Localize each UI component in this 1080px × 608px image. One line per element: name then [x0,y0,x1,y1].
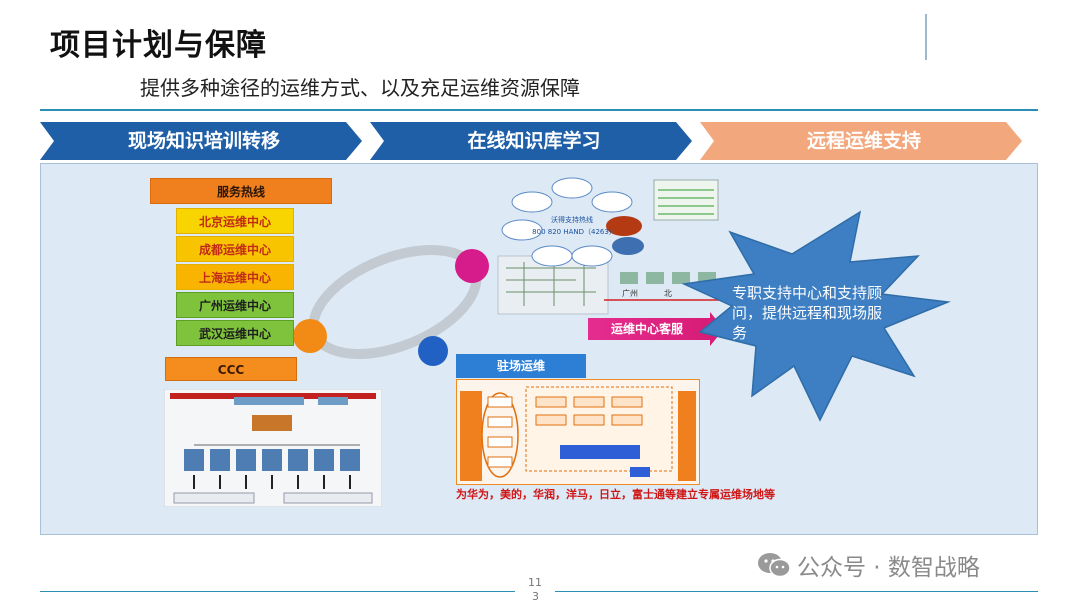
blue-node [418,336,448,366]
slide-title: 项目计划与保障 [50,28,267,63]
step-2-label: 在线知识库学习 [467,130,601,152]
ccc-label: CCC [165,357,297,381]
callout-text: 专职支持中心和支持顾问，提供远程和现场服务 [732,284,883,342]
title-divider [925,14,927,60]
center-chengdu: 成都运维中心 [176,236,294,262]
orange-node [293,319,327,353]
service-hotline-header: 服务热线 [150,178,332,204]
callout-starburst [682,210,951,422]
header-rule [40,109,1038,111]
step-chevron-3 [700,122,1022,160]
watermark-text: 公众号 · 数智战略 [797,555,980,581]
city-label-1: 广州 [622,288,638,298]
step-chevron-row: 现场知识培训转移 在线知识库学习 远程运维支持 [40,122,1030,160]
city-label-2: 北 [664,289,672,298]
step-chevron-1 [40,122,362,160]
onsite-ops-header: 驻场运维 [456,354,586,378]
wechat-icon [758,553,791,578]
link-ring-graphic [293,245,489,366]
step-chevron-shapes [40,122,1022,160]
watermark: 公众号 · 数智战略 [757,548,980,582]
center-wuhan: 武汉运维中心 [176,320,294,346]
dedicated-site-note: 为华为，美的，华润，洋马，日立，富士通等建立专属运维场地等 [456,488,775,501]
footer-rule-right [555,591,1038,592]
center-shanghai: 上海运维中心 [176,264,294,290]
slide-subtitle: 提供多种途径的运维方式、以及充足运维资源保障 [140,76,580,100]
page-number-line2: 3 [532,590,539,603]
page-number-line1: 11 [528,576,542,589]
ops-center-service-bar: 运维中心客服 [588,318,706,340]
center-beijing: 北京运维中心 [176,208,294,234]
org-chart-thumbnail [164,389,382,507]
step-chevron-2 [370,122,692,160]
footer-rule-left [40,591,515,592]
center-guangzhou: 广州运维中心 [176,292,294,318]
magenta-node [455,249,489,283]
step-3-label: 远程运维支持 [806,130,921,152]
hotline-number-text: 800 820 HAND（4263） [532,228,616,236]
onsite-ops-diagram [456,379,700,485]
hotline-network-thumbnail: 沃得支持热线 800 820 HAND（4263） 广州 北 [497,177,722,315]
step-1-label: 现场知识培训转移 [127,130,280,152]
hotline-name-text: 沃得支持热线 [551,215,593,224]
